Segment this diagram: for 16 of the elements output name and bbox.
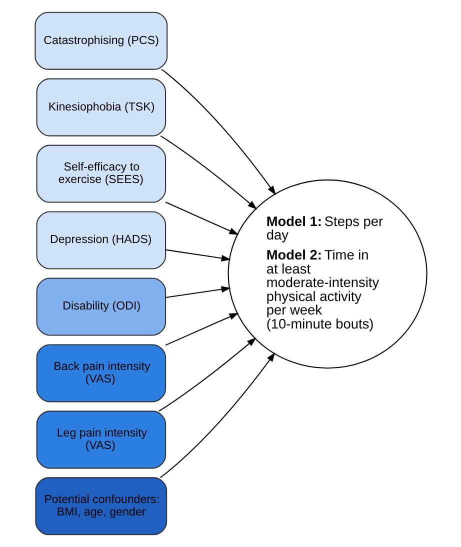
- arrow: [160, 135, 257, 210]
- node-box: Back pain intensity (VAS): [36, 344, 166, 402]
- arrow: [164, 312, 238, 346]
- node-box: Potential confounders: BMI, age, gender: [34, 477, 167, 536]
- node-box: Catastrophising (PCS): [34, 12, 168, 70]
- node-box: Depression (HADS): [36, 211, 166, 270]
- arrow: [164, 202, 238, 235]
- arrow: [160, 68, 276, 196]
- arrow: [165, 286, 230, 298]
- arrow: [165, 249, 230, 262]
- node-box: Self-efficacy to exercise (SEES): [36, 144, 166, 203]
- arrow: [158, 337, 256, 412]
- node-box: Leg pain intensity (VAS): [36, 410, 166, 469]
- node-box: Disability (ODI): [36, 278, 166, 336]
- node-box: Kinesiophobia (TSK): [36, 78, 166, 136]
- arrow: [160, 352, 275, 478]
